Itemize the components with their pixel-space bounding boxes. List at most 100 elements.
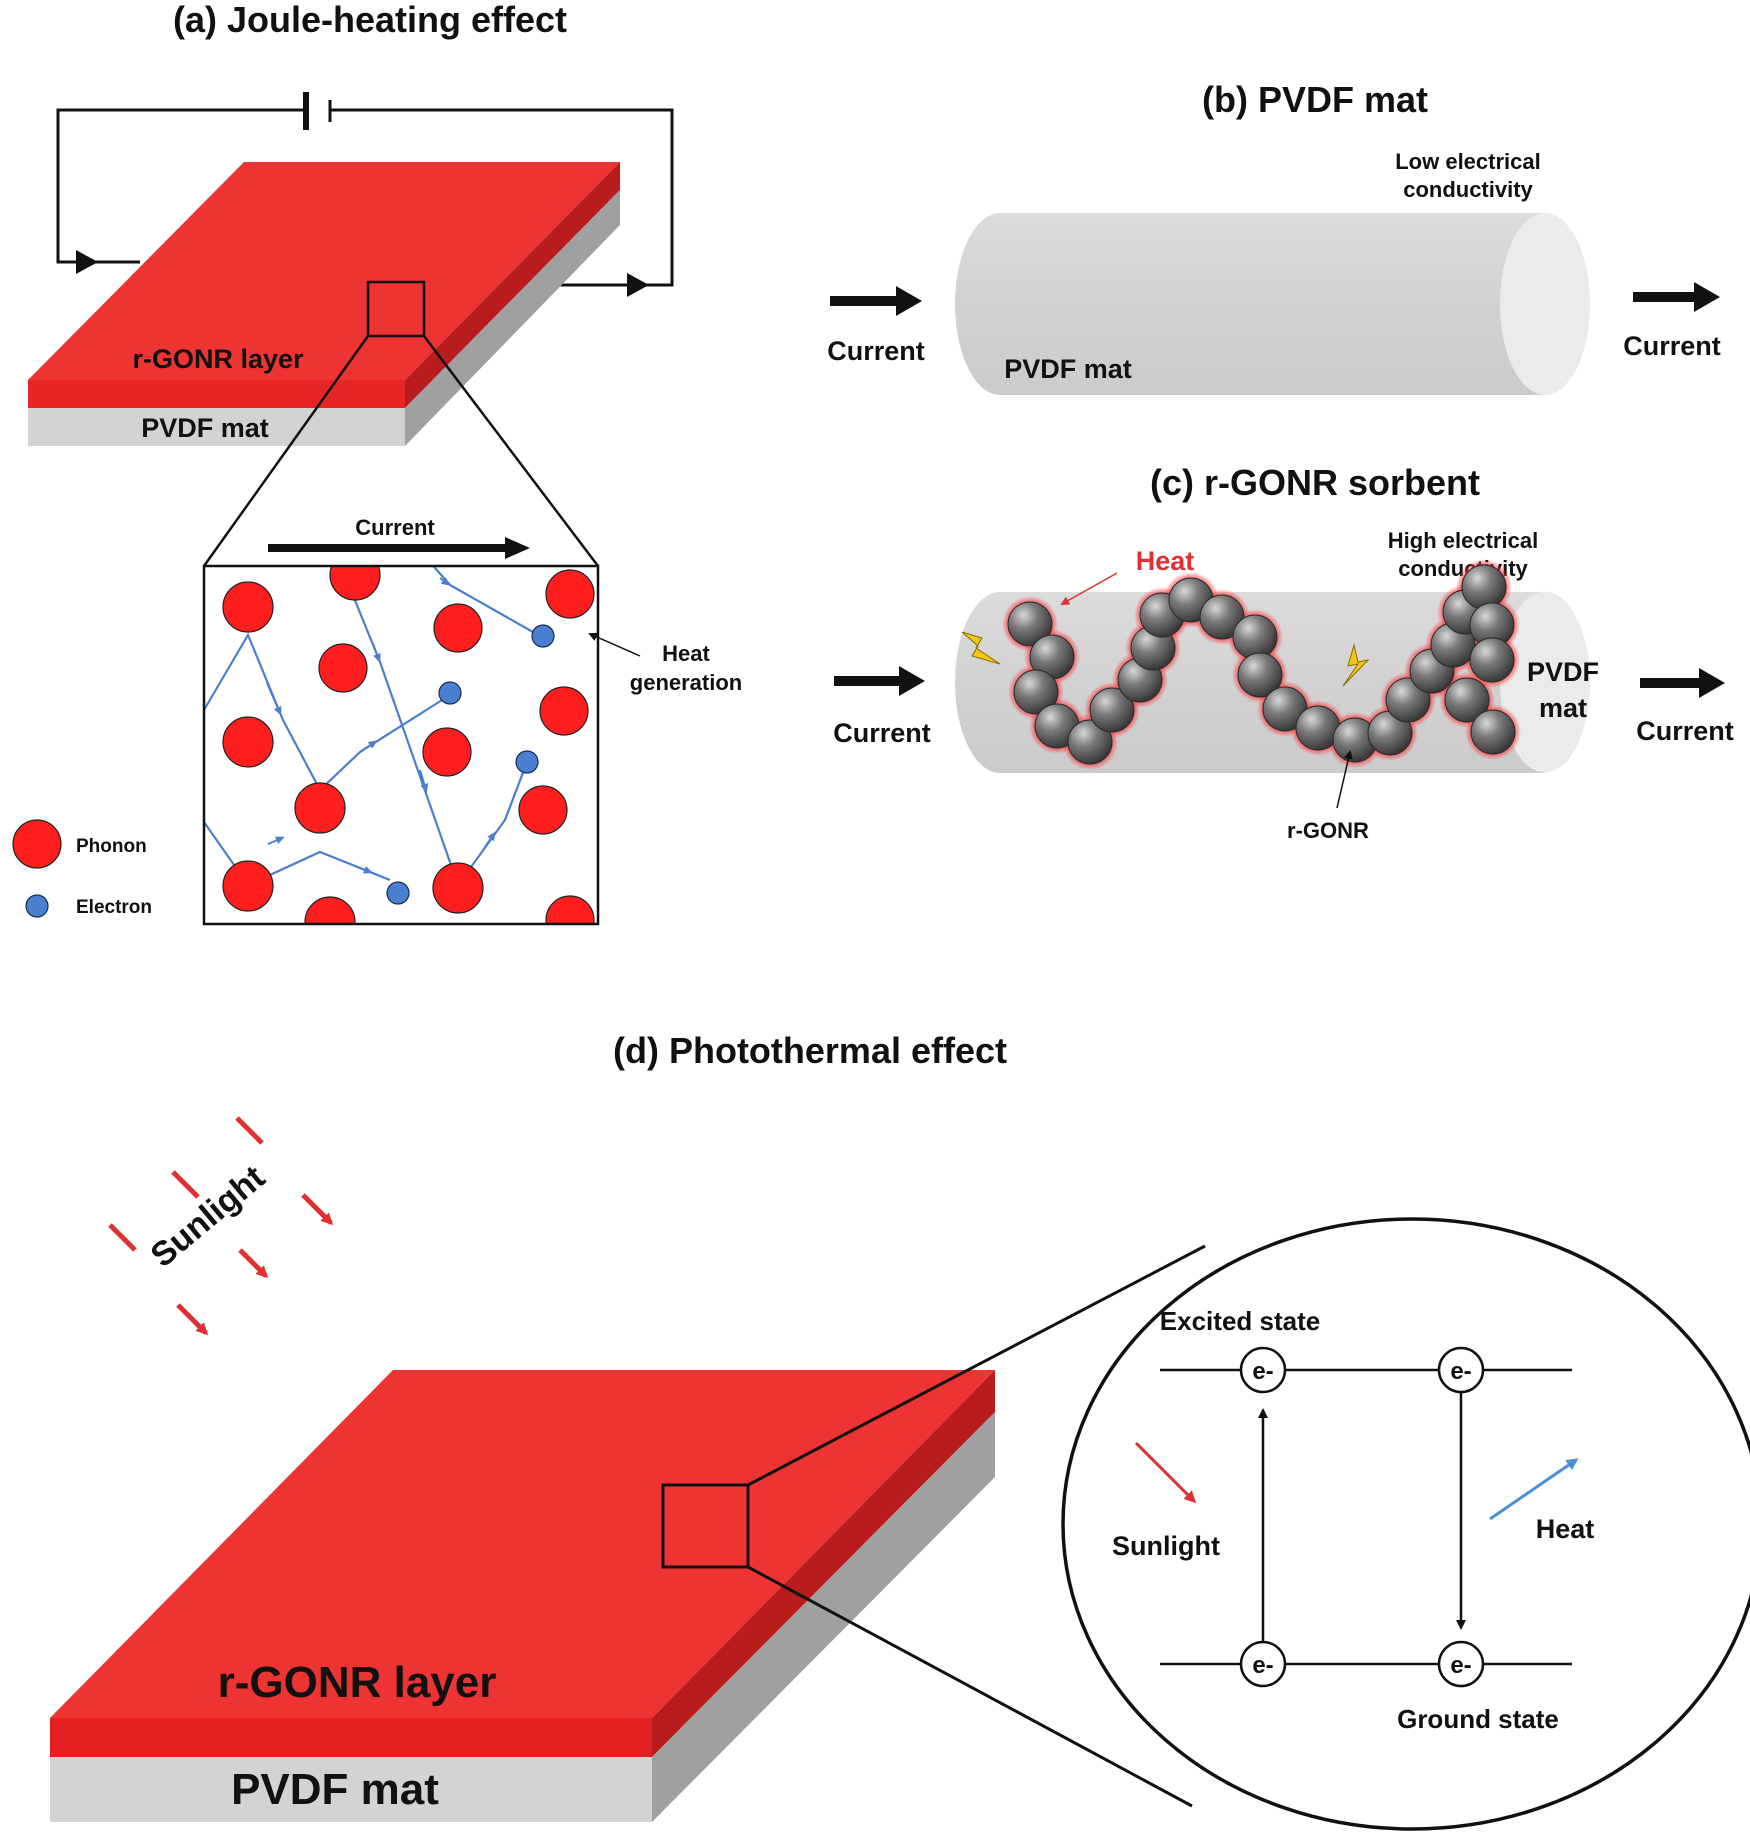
phonon — [294, 782, 346, 834]
zoom-box-a — [366, 280, 426, 338]
rgonr-particle — [1007, 601, 1053, 647]
phonon — [545, 895, 595, 924]
rgonr-particle — [1469, 637, 1515, 683]
slab-a-gray-front — [28, 408, 405, 446]
rgonr-particle — [1067, 719, 1113, 765]
electron — [531, 624, 555, 648]
electrons — [386, 624, 555, 905]
zoom-line-d-top — [747, 1244, 1206, 1487]
slab-a-red-front — [28, 380, 405, 408]
slab-a-rgonr-label: r-GONR layer — [132, 344, 304, 374]
phonon — [545, 569, 595, 619]
electron-excited-left: e- — [1239, 1346, 1287, 1394]
heat-generation-label-2: generation — [630, 670, 742, 695]
phonon — [222, 581, 274, 633]
slab-a-red-side — [405, 162, 620, 408]
rgonr-particle — [1089, 687, 1135, 733]
phonons — [222, 566, 595, 924]
phonon — [304, 896, 356, 924]
ground-state-label: Ground state — [1397, 1704, 1559, 1734]
current-in-arrowhead-b-icon — [896, 286, 922, 316]
phonon — [518, 785, 568, 835]
electron-excited-right: e- — [1437, 1346, 1485, 1394]
svg-text:e-: e- — [1450, 1652, 1471, 1679]
rgonr-particle — [1461, 564, 1507, 610]
panel-a: (a) Joule-heating effect r-GONR layer PV… — [12, 0, 742, 926]
sunlight-rays — [108, 1116, 334, 1336]
legend-phonon-marker — [12, 819, 62, 869]
current-arrowhead-a-icon — [505, 537, 530, 559]
lattice-box — [204, 566, 598, 924]
panel-c: (c) r-GONR sorbent High electrical condu… — [833, 462, 1734, 843]
panel-b-conductivity-2: conductivity — [1403, 177, 1533, 202]
current-in-arrowhead-c-icon — [899, 666, 925, 696]
current-out-label-b: Current — [1623, 331, 1721, 361]
svg-text:e-: e- — [1450, 1358, 1471, 1385]
inset-heat-arrow — [1489, 1458, 1579, 1521]
phonon — [432, 862, 484, 914]
circuit-arrow-in-icon — [76, 250, 98, 274]
slab-a — [28, 162, 620, 446]
rgonr-pointer — [1336, 750, 1353, 809]
electron-arrowheads — [266, 577, 496, 874]
panel-c-mat-label-2: mat — [1539, 693, 1587, 723]
electron-ground-left: e- — [1239, 1640, 1287, 1688]
zoom-line-a-right — [423, 335, 599, 567]
zoom-box-d — [661, 1483, 750, 1569]
current-label-a: Current — [355, 515, 435, 540]
electron-ground-right: e- — [1437, 1640, 1485, 1688]
legend-a: Phonon Electron — [12, 819, 152, 918]
zoom-line-a-left — [202, 335, 370, 567]
slab-d-gray-side — [652, 1412, 995, 1822]
current-in-label-c: Current — [833, 718, 931, 748]
slab-d-gray-front — [50, 1757, 652, 1822]
circuit-wire — [56, 108, 674, 287]
svg-text:e-: e- — [1252, 1358, 1273, 1385]
slab-d-pvdf-label: PVDF mat — [231, 1765, 439, 1814]
legend-phonon-label: Phonon — [76, 836, 147, 857]
inset-heat-label: Heat — [1536, 1514, 1595, 1544]
panel-d: (d) Photothermal effect Sunlight r-GONR … — [50, 1030, 1750, 1831]
rgonr-particle — [1232, 614, 1278, 660]
electron — [438, 681, 462, 705]
heat-pointer-c — [1060, 572, 1118, 605]
lightning-icon — [1342, 643, 1370, 687]
battery-icon — [303, 92, 332, 130]
rgonr-chain — [1002, 559, 1521, 770]
phonon — [433, 603, 483, 653]
current-out-label-c: Current — [1636, 716, 1734, 746]
circuit-arrow-out-icon — [627, 273, 649, 297]
current-out-arrowhead-b-icon — [1694, 282, 1720, 312]
lightning-icon — [961, 631, 1001, 665]
cylinder-c-end — [1500, 591, 1590, 773]
heat-generation-pointer — [588, 632, 641, 657]
slab-d-rgonr-label: r-GONR layer — [218, 1658, 497, 1707]
excited-state-label: Excited state — [1160, 1306, 1320, 1336]
current-in-label-b: Current — [827, 336, 925, 366]
phonon — [222, 860, 274, 912]
inset-circle — [1061, 1217, 1750, 1831]
panel-b-mat-label: PVDF mat — [1004, 354, 1132, 384]
panel-b: (b) PVDF mat Low electrical conductivity… — [827, 79, 1721, 395]
phonon — [318, 643, 368, 693]
pvdf-cylinder-b — [955, 213, 1590, 395]
current-out-arrowhead-c-icon — [1699, 668, 1725, 698]
slab-d-red-side — [652, 1370, 995, 1757]
panel-c-rgonr-label: r-GONR — [1287, 818, 1369, 843]
heat-generation-label-1: Heat — [662, 641, 710, 666]
panel-c-mat-label-1: PVDF — [1527, 657, 1599, 687]
rgonr-particle — [1470, 709, 1516, 755]
rgonr-particle — [1444, 677, 1490, 723]
panel-c-heat-label: Heat — [1136, 546, 1195, 576]
electron — [386, 881, 410, 905]
inset-sunlight-arrow — [1134, 1441, 1197, 1504]
rgonr-particle — [1013, 669, 1059, 715]
phonon — [329, 566, 381, 601]
legend-electron-label: Electron — [76, 897, 152, 918]
panel-c-conductivity-1: High electrical — [1388, 528, 1538, 553]
slab-d-red-front — [50, 1718, 652, 1757]
inset-sunlight-label: Sunlight — [1112, 1531, 1220, 1561]
cylinder-b-end — [1500, 213, 1590, 395]
slab-d — [50, 1370, 995, 1822]
